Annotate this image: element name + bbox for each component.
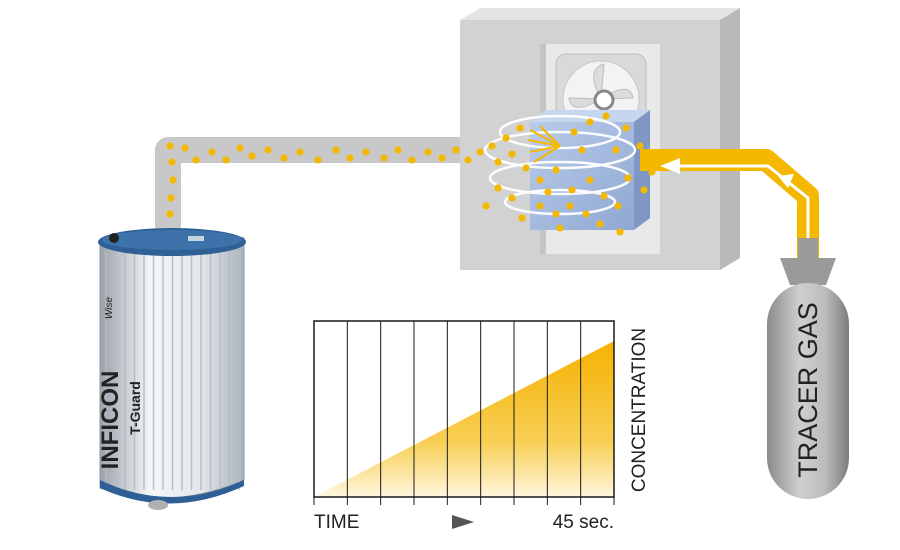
gas-particle — [640, 186, 648, 194]
gas-particle — [600, 192, 608, 200]
gas-particle — [280, 154, 288, 162]
gas-particle — [168, 158, 176, 166]
gas-particle — [488, 142, 496, 150]
gas-particle — [438, 154, 446, 162]
gas-particle — [508, 194, 516, 202]
gas-particle — [544, 188, 552, 196]
gas-particle — [192, 156, 200, 164]
device-model: T-Guard — [127, 381, 143, 435]
gas-particle — [166, 210, 174, 218]
tracer-gas-line — [527, 125, 819, 262]
gas-particle — [648, 168, 656, 176]
chart-frame — [313, 320, 615, 498]
gas-particle — [570, 128, 578, 136]
x-axis-label: TIME — [314, 512, 359, 533]
gas-particle — [568, 186, 576, 194]
gas-particle — [616, 228, 624, 236]
gas-particle — [482, 202, 490, 210]
gas-particle — [518, 214, 526, 222]
gas-particle — [236, 144, 244, 152]
gas-particle — [636, 142, 644, 150]
concentration-chart: TIME 45 sec. CONCENTRATION — [313, 320, 650, 533]
gas-particle — [408, 156, 416, 164]
gas-particle — [169, 176, 177, 184]
cylinder-label: TRACER GAS — [793, 302, 823, 478]
gas-particle — [346, 154, 354, 162]
spray-burst-icon — [527, 125, 561, 163]
gas-particle — [181, 144, 189, 152]
sampling-pipe — [155, 137, 500, 228]
gas-particle — [314, 156, 322, 164]
gas-particle — [566, 202, 574, 210]
gas-particle — [380, 154, 388, 162]
gas-particle — [614, 202, 622, 210]
gas-particle — [624, 174, 632, 182]
gas-particle — [332, 146, 340, 154]
gas-particle — [222, 156, 230, 164]
gas-particle — [167, 194, 175, 202]
gas-particle — [552, 210, 560, 218]
gas-particle — [494, 158, 502, 166]
chart-gridlines — [313, 321, 615, 505]
gas-particle — [476, 148, 484, 156]
concentration-area — [314, 341, 614, 497]
device-badge: Wise — [104, 296, 115, 319]
gas-particle — [424, 148, 432, 156]
gas-particle — [556, 224, 564, 232]
gas-particle — [596, 220, 604, 228]
gas-particle — [602, 112, 610, 120]
gas-particle — [248, 152, 256, 160]
flow-arrow-icon — [778, 174, 794, 188]
gas-particle — [508, 150, 516, 158]
gas-particle — [208, 148, 216, 156]
gas-particle — [452, 146, 460, 154]
gas-particle — [502, 134, 510, 142]
flow-arrow-icon — [660, 158, 680, 174]
x-axis-end-label: 45 sec. — [553, 512, 614, 533]
gas-particle — [586, 118, 594, 126]
tguard-device: INFICON T-Guard Wise — [97, 228, 246, 510]
gas-particle — [586, 176, 594, 184]
gas-particle — [552, 166, 560, 174]
gas-particle — [296, 148, 304, 156]
gas-particle — [464, 156, 472, 164]
gas-particle — [362, 148, 370, 156]
gas-particle — [622, 124, 630, 132]
gas-particle — [582, 210, 590, 218]
gas-particle — [522, 164, 530, 172]
tracer-gas-particles — [166, 112, 656, 236]
gas-particle — [166, 142, 174, 150]
gas-particle — [264, 146, 272, 154]
device-brand: INFICON — [97, 371, 124, 470]
gas-particle — [578, 146, 586, 154]
gas-particle — [494, 184, 502, 192]
tracer-gas-cylinder: TRACER GAS — [767, 238, 849, 499]
time-arrow-icon — [452, 515, 474, 529]
gas-particle — [536, 202, 544, 210]
gas-particle — [536, 176, 544, 184]
gas-particle — [612, 146, 620, 154]
gas-particle — [394, 146, 402, 154]
gas-particle — [516, 124, 524, 132]
appliance-enclosure — [460, 8, 740, 270]
y-axis-label: CONCENTRATION — [629, 328, 650, 492]
device-ribs — [105, 252, 240, 490]
connector-port-icon — [109, 233, 119, 243]
